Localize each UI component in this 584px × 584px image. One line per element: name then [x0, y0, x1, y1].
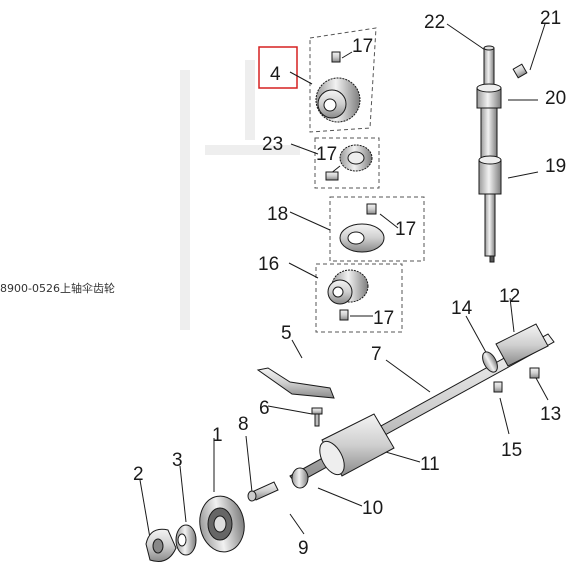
label-part-15: 15: [501, 440, 522, 461]
label-part-22: 22: [424, 12, 445, 33]
gear-part-4: [315, 51, 361, 123]
label-part-20: 20: [545, 88, 566, 109]
label-part-18: 18: [267, 204, 288, 225]
label-part-19: 19: [545, 156, 566, 177]
gear-part-23: [325, 144, 373, 181]
part-2-bobbin-case: [145, 528, 177, 562]
gear-part-18: [339, 203, 385, 253]
highlight-box: [258, 46, 298, 89]
group-box-part-4: [309, 27, 377, 133]
label-part-12: 12: [499, 286, 520, 307]
group-box-part-16: [315, 263, 403, 333]
label-part-11: 11: [420, 454, 440, 475]
part-10-collar: [291, 467, 309, 489]
part-8-9-screws: [247, 481, 279, 502]
label-part-17-d: 17: [373, 308, 394, 329]
label-part-8: 8: [238, 414, 249, 435]
label-part-1: 1: [212, 425, 223, 446]
part-labels: 1 2 3 4 5 6 7 8 9 10 11 12 13 14 15 16 1…: [133, 8, 566, 559]
label-part-16: 16: [258, 254, 279, 275]
label-part-4: 4: [270, 64, 281, 85]
part-21-screw: [512, 63, 528, 79]
group-box-part-23: [314, 137, 380, 189]
part-5-bracket: [256, 367, 335, 399]
label-part-14: 14: [451, 298, 473, 319]
label-part-5: 5: [281, 323, 292, 344]
part-19-bushing: [478, 159, 502, 195]
part-1-rotary-hook: [199, 495, 245, 553]
part-3-bobbin: [175, 524, 197, 556]
part-12-bushing: [495, 323, 549, 367]
background-watermark: [180, 60, 300, 330]
label-part-3: 3: [172, 450, 183, 471]
part-15-screw: [493, 381, 503, 393]
gear-part-16: [327, 269, 369, 321]
label-part-23: 23: [262, 134, 283, 155]
lower-shaft-assembly: [289, 323, 555, 489]
label-part-21: 21: [540, 8, 561, 29]
label-part-9: 9: [298, 538, 309, 559]
label-part-2: 2: [133, 464, 144, 485]
label-part-17-b: 17: [316, 144, 337, 165]
label-part-13: 13: [540, 404, 561, 425]
group-box-part-18: [329, 196, 425, 262]
label-part-6: 6: [259, 398, 270, 419]
part-6-screw: [311, 407, 323, 427]
part-14-collar: [482, 351, 498, 373]
label-part-7: 7: [371, 344, 382, 365]
label-part-17-a: 17: [352, 36, 373, 57]
upper-shaft-assembly: [476, 45, 528, 263]
label-part-17-c: 17: [395, 219, 416, 240]
label-part-10: 10: [362, 498, 383, 519]
part-13-screw: [529, 367, 540, 379]
side-caption: 8900-0526上轴伞齿轮: [0, 281, 115, 295]
